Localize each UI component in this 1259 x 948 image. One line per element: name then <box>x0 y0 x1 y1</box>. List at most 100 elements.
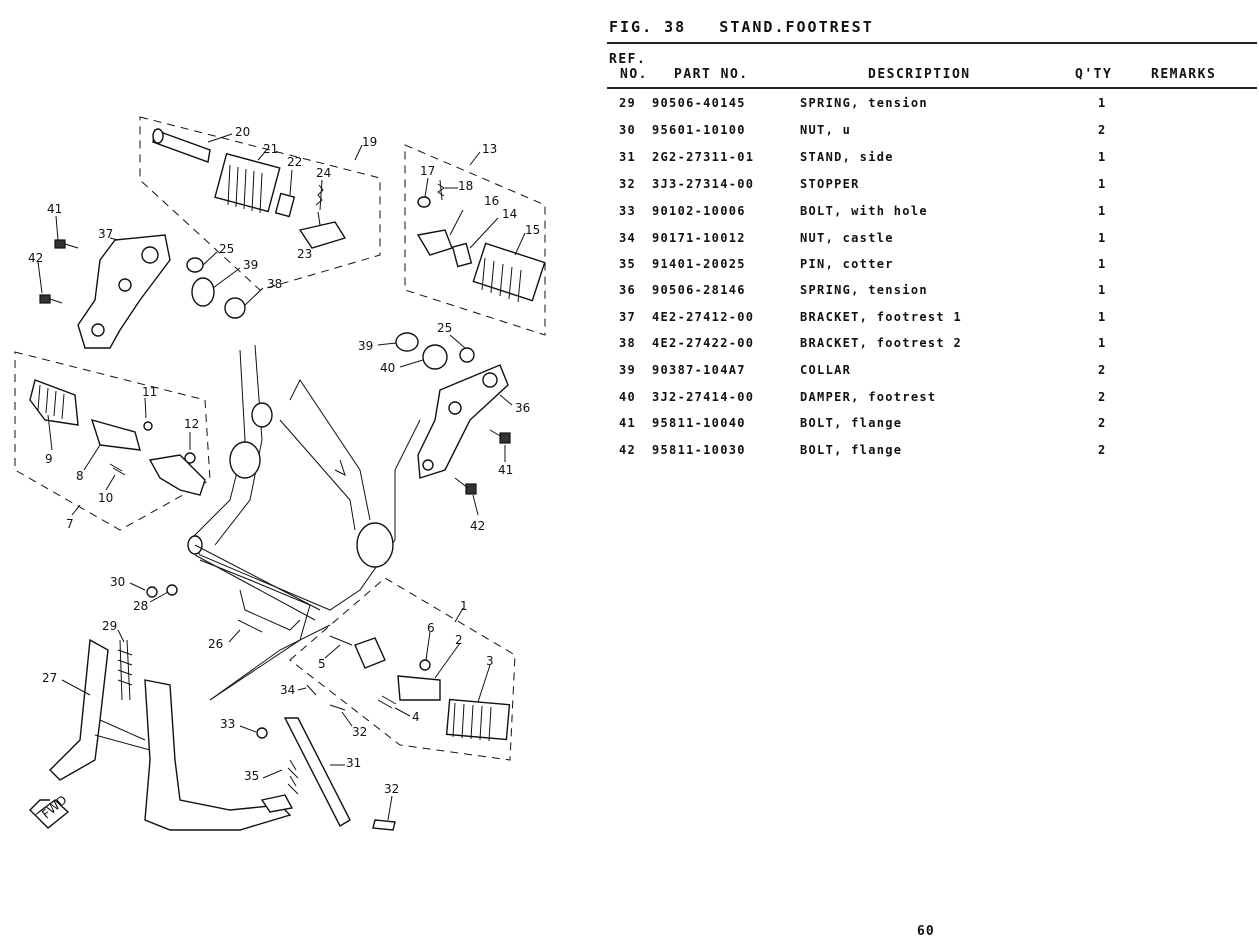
ref-cell: 34 <box>619 231 637 245</box>
callout-1: 1 <box>460 599 468 613</box>
desc-cell: BOLT, flange <box>800 443 903 457</box>
footrest-rubber-9 <box>29 379 79 426</box>
qty-cell: 2 <box>1098 390 1107 404</box>
ref-cell: 41 <box>619 416 637 430</box>
callout-6: 6 <box>427 621 435 635</box>
header-divider <box>607 87 1257 89</box>
callout-40-right: 40 <box>380 361 395 375</box>
callout-41-left: 41 <box>47 202 62 216</box>
callout-39-right: 39 <box>358 339 373 353</box>
callout-42-left: 42 <box>28 251 43 265</box>
part-cell: 4E2-27412-00 <box>652 310 755 324</box>
callout-7: 7 <box>66 517 74 531</box>
qty-cell: 1 <box>1098 231 1107 245</box>
header-ref-line2: NO. <box>620 67 648 82</box>
callout-41-right: 41 <box>498 463 513 477</box>
footrest-2 <box>397 675 441 701</box>
qty-cell: 2 <box>1098 416 1107 430</box>
bracket-footrest-1 <box>417 364 509 479</box>
callout-32: 32 <box>384 782 399 796</box>
callout-8: 8 <box>76 469 84 483</box>
callout-36: 35 <box>244 769 259 783</box>
group-box-13 <box>404 144 546 336</box>
callout-42-right: 42 <box>470 519 485 533</box>
callout-33: 32 <box>352 725 367 739</box>
callout-23: 23 <box>297 247 312 261</box>
exploded-parts-diagram: FWD 20 21 22 24 23 19 25 39 38 37 41 42 … <box>14 116 546 831</box>
part-cell: 95811-10030 <box>652 443 746 457</box>
header-part-no: PART NO. <box>674 67 749 82</box>
callout-26: 27 <box>42 671 57 685</box>
callout-30: 30 <box>110 575 125 589</box>
ref-cell: 32 <box>619 177 637 191</box>
callout-22: 22 <box>287 155 302 169</box>
footrest-8 <box>90 418 141 451</box>
callout-31: 31 <box>346 756 361 770</box>
callout-13: 13 <box>482 142 497 156</box>
footrest-holder-16 <box>416 229 453 256</box>
callout-40: 39 <box>243 258 258 272</box>
callout-38: 37 <box>98 227 113 241</box>
part-cell: 3J3-27314-00 <box>652 177 755 191</box>
desc-cell: BRACKET, footrest 1 <box>800 310 962 324</box>
ref-cell: 42 <box>619 443 637 457</box>
figure-title: FIG. 38 STAND.FOOTREST <box>609 18 874 36</box>
callout-18: 18 <box>458 179 473 193</box>
ref-cell: 31 <box>619 150 637 164</box>
part-cell: 90171-10012 <box>652 231 746 245</box>
desc-cell: NUT, u <box>800 123 852 137</box>
ref-cell: 33 <box>619 204 637 218</box>
ref-cell: 30 <box>619 123 637 137</box>
callout-10: 10 <box>98 491 113 505</box>
qty-cell: 1 <box>1098 283 1107 297</box>
ref-cell: 39 <box>619 363 637 377</box>
callout-16: 16 <box>484 194 499 208</box>
callout-4: 4 <box>412 710 420 724</box>
part-cell: 90506-28146 <box>652 283 746 297</box>
callout-12: 12 <box>184 417 199 431</box>
part-cell: 2G2-27311-01 <box>652 150 755 164</box>
desc-cell: COLLAR <box>800 363 852 377</box>
callout-25: 25 <box>219 242 234 256</box>
callout-9: 9 <box>45 452 53 466</box>
header-qty: Q'TY <box>1075 67 1113 82</box>
callout-37: 36 <box>515 401 530 415</box>
desc-cell: BRACKET, footrest 2 <box>800 336 962 350</box>
callout-34: 33 <box>220 717 235 731</box>
callout-27: 26 <box>208 637 223 651</box>
footrest-holder-right <box>354 637 386 669</box>
qty-cell: 1 <box>1098 257 1107 271</box>
ref-cell: 40 <box>619 390 637 404</box>
side-stand-31 <box>283 717 351 827</box>
callout-2: 2 <box>455 633 463 647</box>
qty-cell: 1 <box>1098 150 1107 164</box>
part-cell: 91401-20025 <box>652 257 746 271</box>
title-divider <box>607 42 1257 44</box>
header-ref-line1: REF. <box>609 52 647 67</box>
footrest-holder-left <box>148 454 206 496</box>
desc-cell: SPRING, tension <box>800 96 928 110</box>
forward-arrow-icon: FWD <box>29 793 70 829</box>
callout-28: 28 <box>133 599 148 613</box>
part-cell: 90506-40145 <box>652 96 746 110</box>
desc-cell: SPRING, tension <box>800 283 928 297</box>
part-cell: 3J2-27414-00 <box>652 390 755 404</box>
washer-22 <box>274 192 296 218</box>
desc-cell: DAMPER, footrest <box>800 390 937 404</box>
frame-drawing <box>187 344 421 701</box>
desc-cell: BOLT, flange <box>800 416 903 430</box>
ref-cell: 29 <box>619 96 637 110</box>
callout-25-right: 25 <box>437 321 452 335</box>
callout-labels: 20 21 22 24 23 19 25 39 38 37 41 42 13 1… <box>28 125 540 821</box>
part-cell: 95601-10100 <box>652 123 746 137</box>
center-stand-26 <box>49 638 109 781</box>
